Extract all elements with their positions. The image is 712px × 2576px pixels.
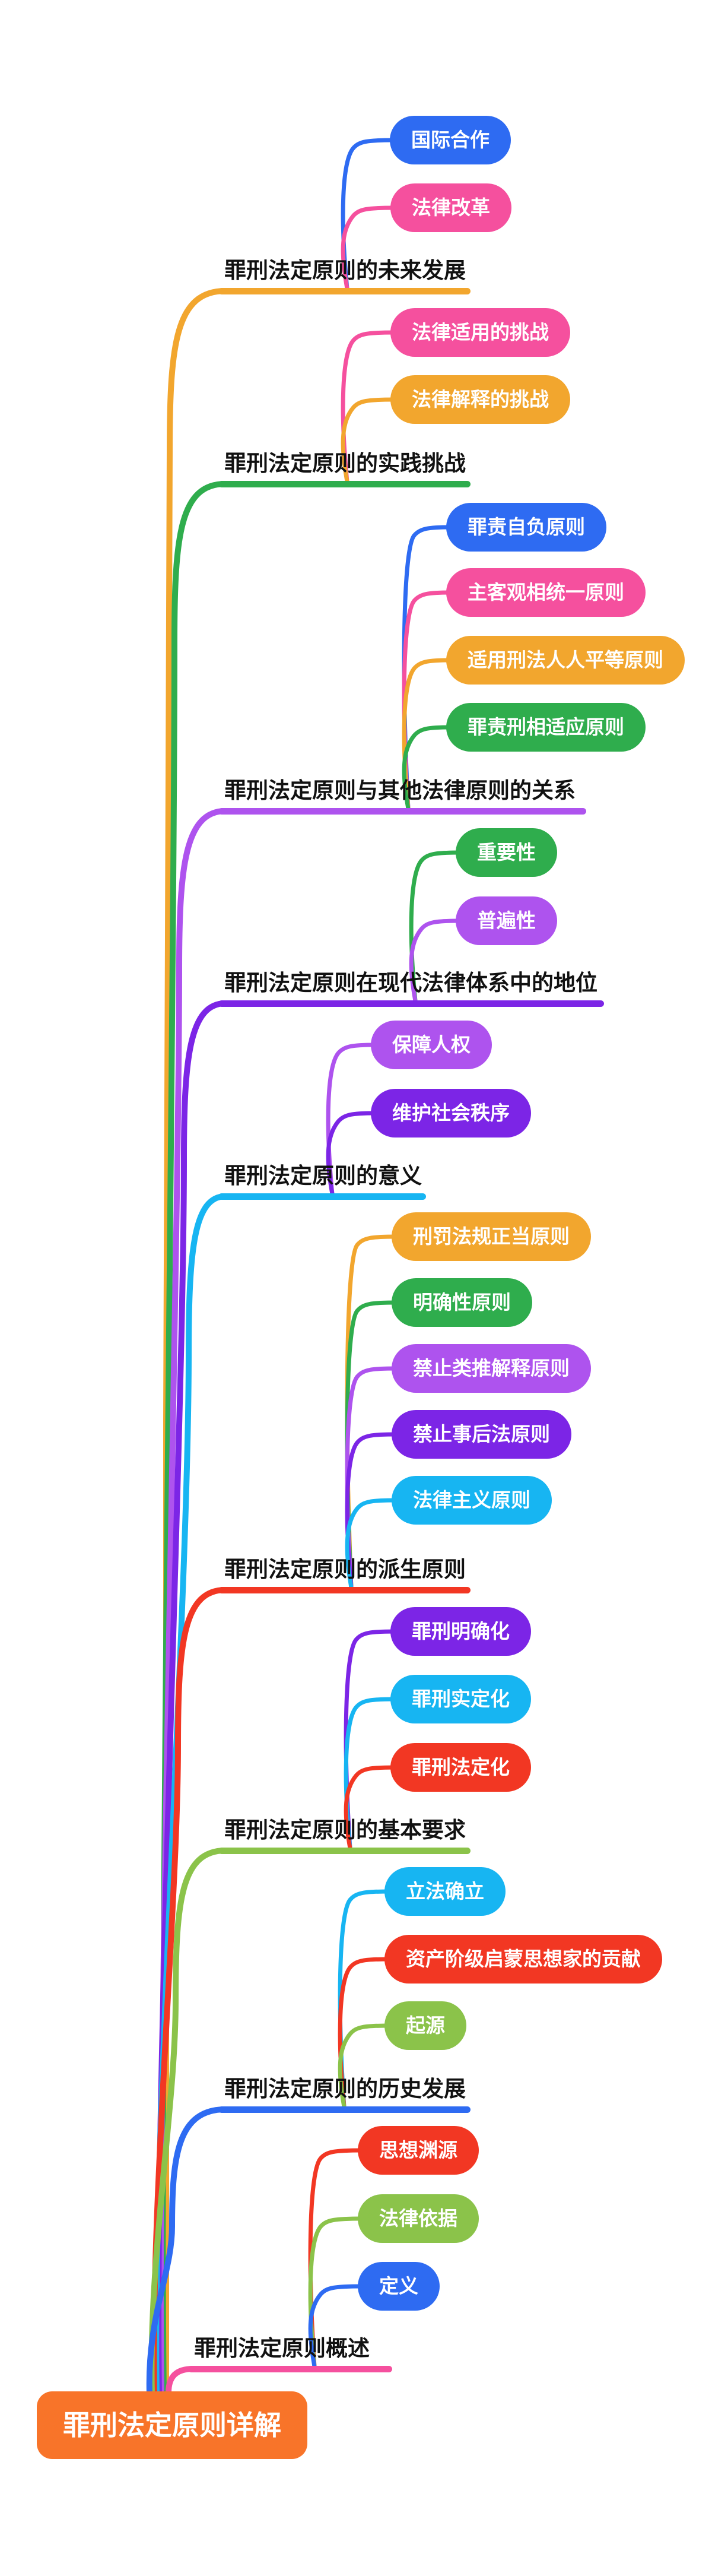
root-node[interactable]: 罪刑法定原则详解	[37, 2391, 307, 2459]
child-line-definition	[308, 2284, 365, 2369]
branch-underline-basic-requirements	[218, 1848, 471, 1854]
child-line-penal-statute-legitimacy	[345, 1234, 399, 1590]
branch-label-practical-challenges[interactable]: 罪刑法定原则的实践挑战	[224, 451, 466, 476]
node-legal-basis[interactable]: 法律依据	[358, 2194, 479, 2243]
node-importance[interactable]: 重要性	[456, 828, 557, 877]
node-universality[interactable]: 普遍性	[456, 896, 557, 945]
child-line-personal-culpability	[402, 525, 453, 811]
child-line-subjective-objective-unity	[402, 590, 453, 811]
branch-label-future-development[interactable]: 罪刑法定原则的未来发展	[224, 258, 466, 283]
branch-underline-practical-challenges	[218, 481, 471, 487]
node-subjective-objective-unity[interactable]: 主客观相统一原则	[446, 568, 646, 617]
node-law-application-challenge[interactable]: 法律适用的挑战	[390, 308, 570, 357]
node-ex-post-facto-prohibition[interactable]: 禁止事后法原则	[392, 1410, 571, 1459]
node-definition[interactable]: 定义	[358, 2262, 440, 2311]
branch-underline-historical-development	[218, 2106, 471, 2113]
child-line-crime-punishment-legalization	[344, 1765, 398, 1851]
child-line-legal-reform	[341, 205, 398, 291]
branch-underline-derived-principles	[218, 1587, 471, 1593]
child-line-legislative-establishment	[338, 1889, 392, 2109]
branch-underline-overview	[188, 2366, 392, 2372]
node-penal-statute-legitimacy[interactable]: 刑罚法规正当原则	[392, 1212, 591, 1261]
node-legislative-establishment[interactable]: 立法确立	[384, 1867, 506, 1916]
node-crime-punishment-positivization[interactable]: 罪刑实定化	[390, 1675, 531, 1723]
branch-line-historical-development	[146, 2106, 228, 2397]
node-social-order-maintenance[interactable]: 维护社会秩序	[371, 1089, 531, 1138]
branch-label-derived-principles[interactable]: 罪刑法定原则的派生原则	[224, 1557, 466, 1582]
branch-line-overview	[166, 2366, 196, 2396]
node-equality-before-criminal-law[interactable]: 适用刑法人人平等原则	[446, 636, 685, 685]
node-legal-reform[interactable]: 法律改革	[390, 183, 511, 232]
node-proportionality[interactable]: 罪责刑相适应原则	[446, 703, 646, 752]
branch-line-basic-requirements	[148, 1848, 228, 2397]
node-personal-culpability[interactable]: 罪责自负原则	[446, 503, 606, 552]
child-line-legalism-principle	[345, 1498, 399, 1590]
branch-underline-relation-to-other-principles	[218, 808, 586, 815]
node-analogy-prohibition[interactable]: 禁止类推解释原则	[392, 1344, 591, 1393]
branch-label-status-in-modern-legal-system[interactable]: 罪刑法定原则在现代法律体系中的地位	[224, 971, 597, 995]
branch-underline-significance	[218, 1193, 426, 1200]
branch-underline-future-development	[218, 288, 471, 294]
branch-label-basic-requirements[interactable]: 罪刑法定原则的基本要求	[224, 1818, 466, 1842]
node-crime-punishment-clarification[interactable]: 罪刑明确化	[390, 1607, 531, 1656]
node-enlightenment-thinkers-contribution[interactable]: 资产阶级启蒙思想家的贡献	[384, 1935, 662, 1984]
child-line-ideological-origin	[308, 2148, 365, 2369]
node-human-rights-protection[interactable]: 保障人权	[371, 1021, 492, 1069]
node-ideological-origin[interactable]: 思想渊源	[358, 2126, 479, 2175]
node-law-interpretation-challenge[interactable]: 法律解释的挑战	[390, 375, 570, 424]
node-origin[interactable]: 起源	[384, 2001, 466, 2050]
branch-underline-status-in-modern-legal-system	[218, 1000, 604, 1007]
child-line-social-order-maintenance	[326, 1111, 378, 1196]
child-line-origin	[338, 2023, 392, 2109]
branch-label-overview[interactable]: 罪刑法定原则概述	[194, 2336, 370, 2360]
child-line-law-interpretation-challenge	[341, 397, 398, 484]
branch-label-significance[interactable]: 罪刑法定原则的意义	[224, 1164, 422, 1188]
node-clarity-principle[interactable]: 明确性原则	[392, 1278, 532, 1327]
node-legalism-principle[interactable]: 法律主义原则	[392, 1476, 552, 1525]
child-line-crime-punishment-clarification	[344, 1629, 398, 1851]
child-line-universality	[409, 918, 463, 1003]
child-line-analogy-prohibition	[345, 1366, 399, 1590]
branch-label-relation-to-other-principles[interactable]: 罪刑法定原则与其他法律原则的关系	[224, 778, 576, 803]
node-international-cooperation[interactable]: 国际合作	[390, 116, 511, 164]
child-line-proportionality	[402, 725, 453, 811]
branch-label-historical-development[interactable]: 罪刑法定原则的历史发展	[224, 2077, 466, 2101]
node-crime-punishment-legalization[interactable]: 罪刑法定化	[390, 1743, 531, 1792]
